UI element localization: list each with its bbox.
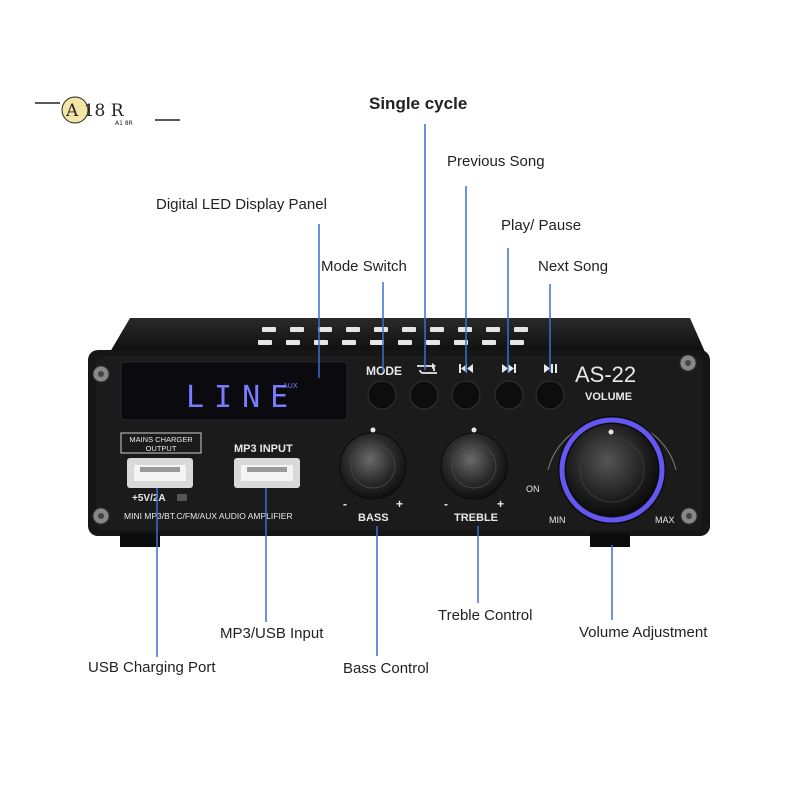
callout-mp3-usb-input: MP3/USB Input — [220, 625, 324, 642]
treble-knob-group: - + TREBLE — [440, 427, 508, 524]
volume-knob[interactable] — [566, 424, 658, 516]
previous-song-button[interactable] — [451, 380, 481, 410]
callout-mode-switch: Mode Switch — [321, 258, 407, 275]
volume-on-label: ON — [526, 484, 540, 494]
mp3-input-block: MP3 INPUT — [234, 443, 300, 488]
next-song-icon — [502, 364, 516, 373]
model-label: AS-22 — [575, 362, 636, 387]
callout-play-pause: Play/ Pause — [501, 217, 582, 234]
vent-slots — [258, 327, 528, 345]
mode-button[interactable] — [367, 380, 397, 410]
charger-spec-label: +5V/2A — [132, 493, 166, 504]
callout-volume-adjustment: Volume Adjustment — [579, 624, 708, 641]
treble-minus: - — [444, 497, 448, 511]
display-text: LINE — [186, 380, 298, 415]
callout-next-song: Next Song — [538, 258, 609, 275]
bass-minus: - — [343, 497, 347, 511]
panel-screws — [92, 354, 698, 525]
amplifier-strip-text: MINI MP3/BT.C/FM/AUX AUDIO AMPLIFIER — [124, 511, 293, 521]
callout-digital-led-display-panel: Digital LED Display Panel — [156, 196, 327, 213]
output-label: OUTPUT — [146, 444, 177, 453]
volume-label: VOLUME — [585, 391, 632, 403]
single-cycle-button[interactable] — [409, 380, 439, 410]
bass-plus: + — [396, 497, 403, 511]
mains-charger-label: MAINS CHARGER — [129, 435, 193, 444]
callout-usb-charging-port: USB Charging Port — [88, 659, 216, 676]
volume-max-label: MAX — [655, 515, 675, 525]
volume-min-label: MIN — [549, 515, 566, 525]
treble-knob[interactable] — [440, 432, 508, 500]
logo: A 18 R A1 8R — [35, 96, 180, 127]
callout-treble-control: Treble Control — [438, 607, 533, 624]
single-cycle-icon — [417, 363, 437, 374]
play-pause-button[interactable] — [535, 380, 565, 410]
bass-knob-group: - + BASS — [339, 427, 407, 524]
control-buttons: MODE — [366, 363, 565, 410]
callout-previous-song: Previous Song — [447, 153, 545, 170]
treble-plus: + — [497, 497, 504, 511]
logo-letter-a: A 18 R — [65, 101, 125, 121]
play-pause-icon — [544, 364, 557, 373]
volume-knob-group: ON MIN MAX — [526, 416, 677, 545]
next-song-button[interactable] — [494, 380, 524, 410]
mode-button-label: MODE — [366, 364, 402, 378]
usb-charging-port-block: MAINS CHARGER OUTPUT +5V/2A — [120, 432, 202, 504]
bass-label: BASS — [358, 512, 389, 524]
treble-label: TREBLE — [454, 512, 498, 524]
leader-lines — [156, 124, 613, 657]
logo-subtext: A1 8R — [115, 120, 133, 127]
callout-single-cycle: Single cycle — [369, 94, 468, 113]
mp3-input-label: MP3 INPUT — [234, 443, 293, 455]
bass-knob[interactable] — [339, 432, 407, 500]
display-badge: AUX — [283, 382, 298, 390]
callout-bass-control: Bass Control — [343, 660, 429, 677]
amplifier-top-cover — [110, 318, 705, 352]
led-display-panel: LINE AUX — [120, 361, 348, 421]
